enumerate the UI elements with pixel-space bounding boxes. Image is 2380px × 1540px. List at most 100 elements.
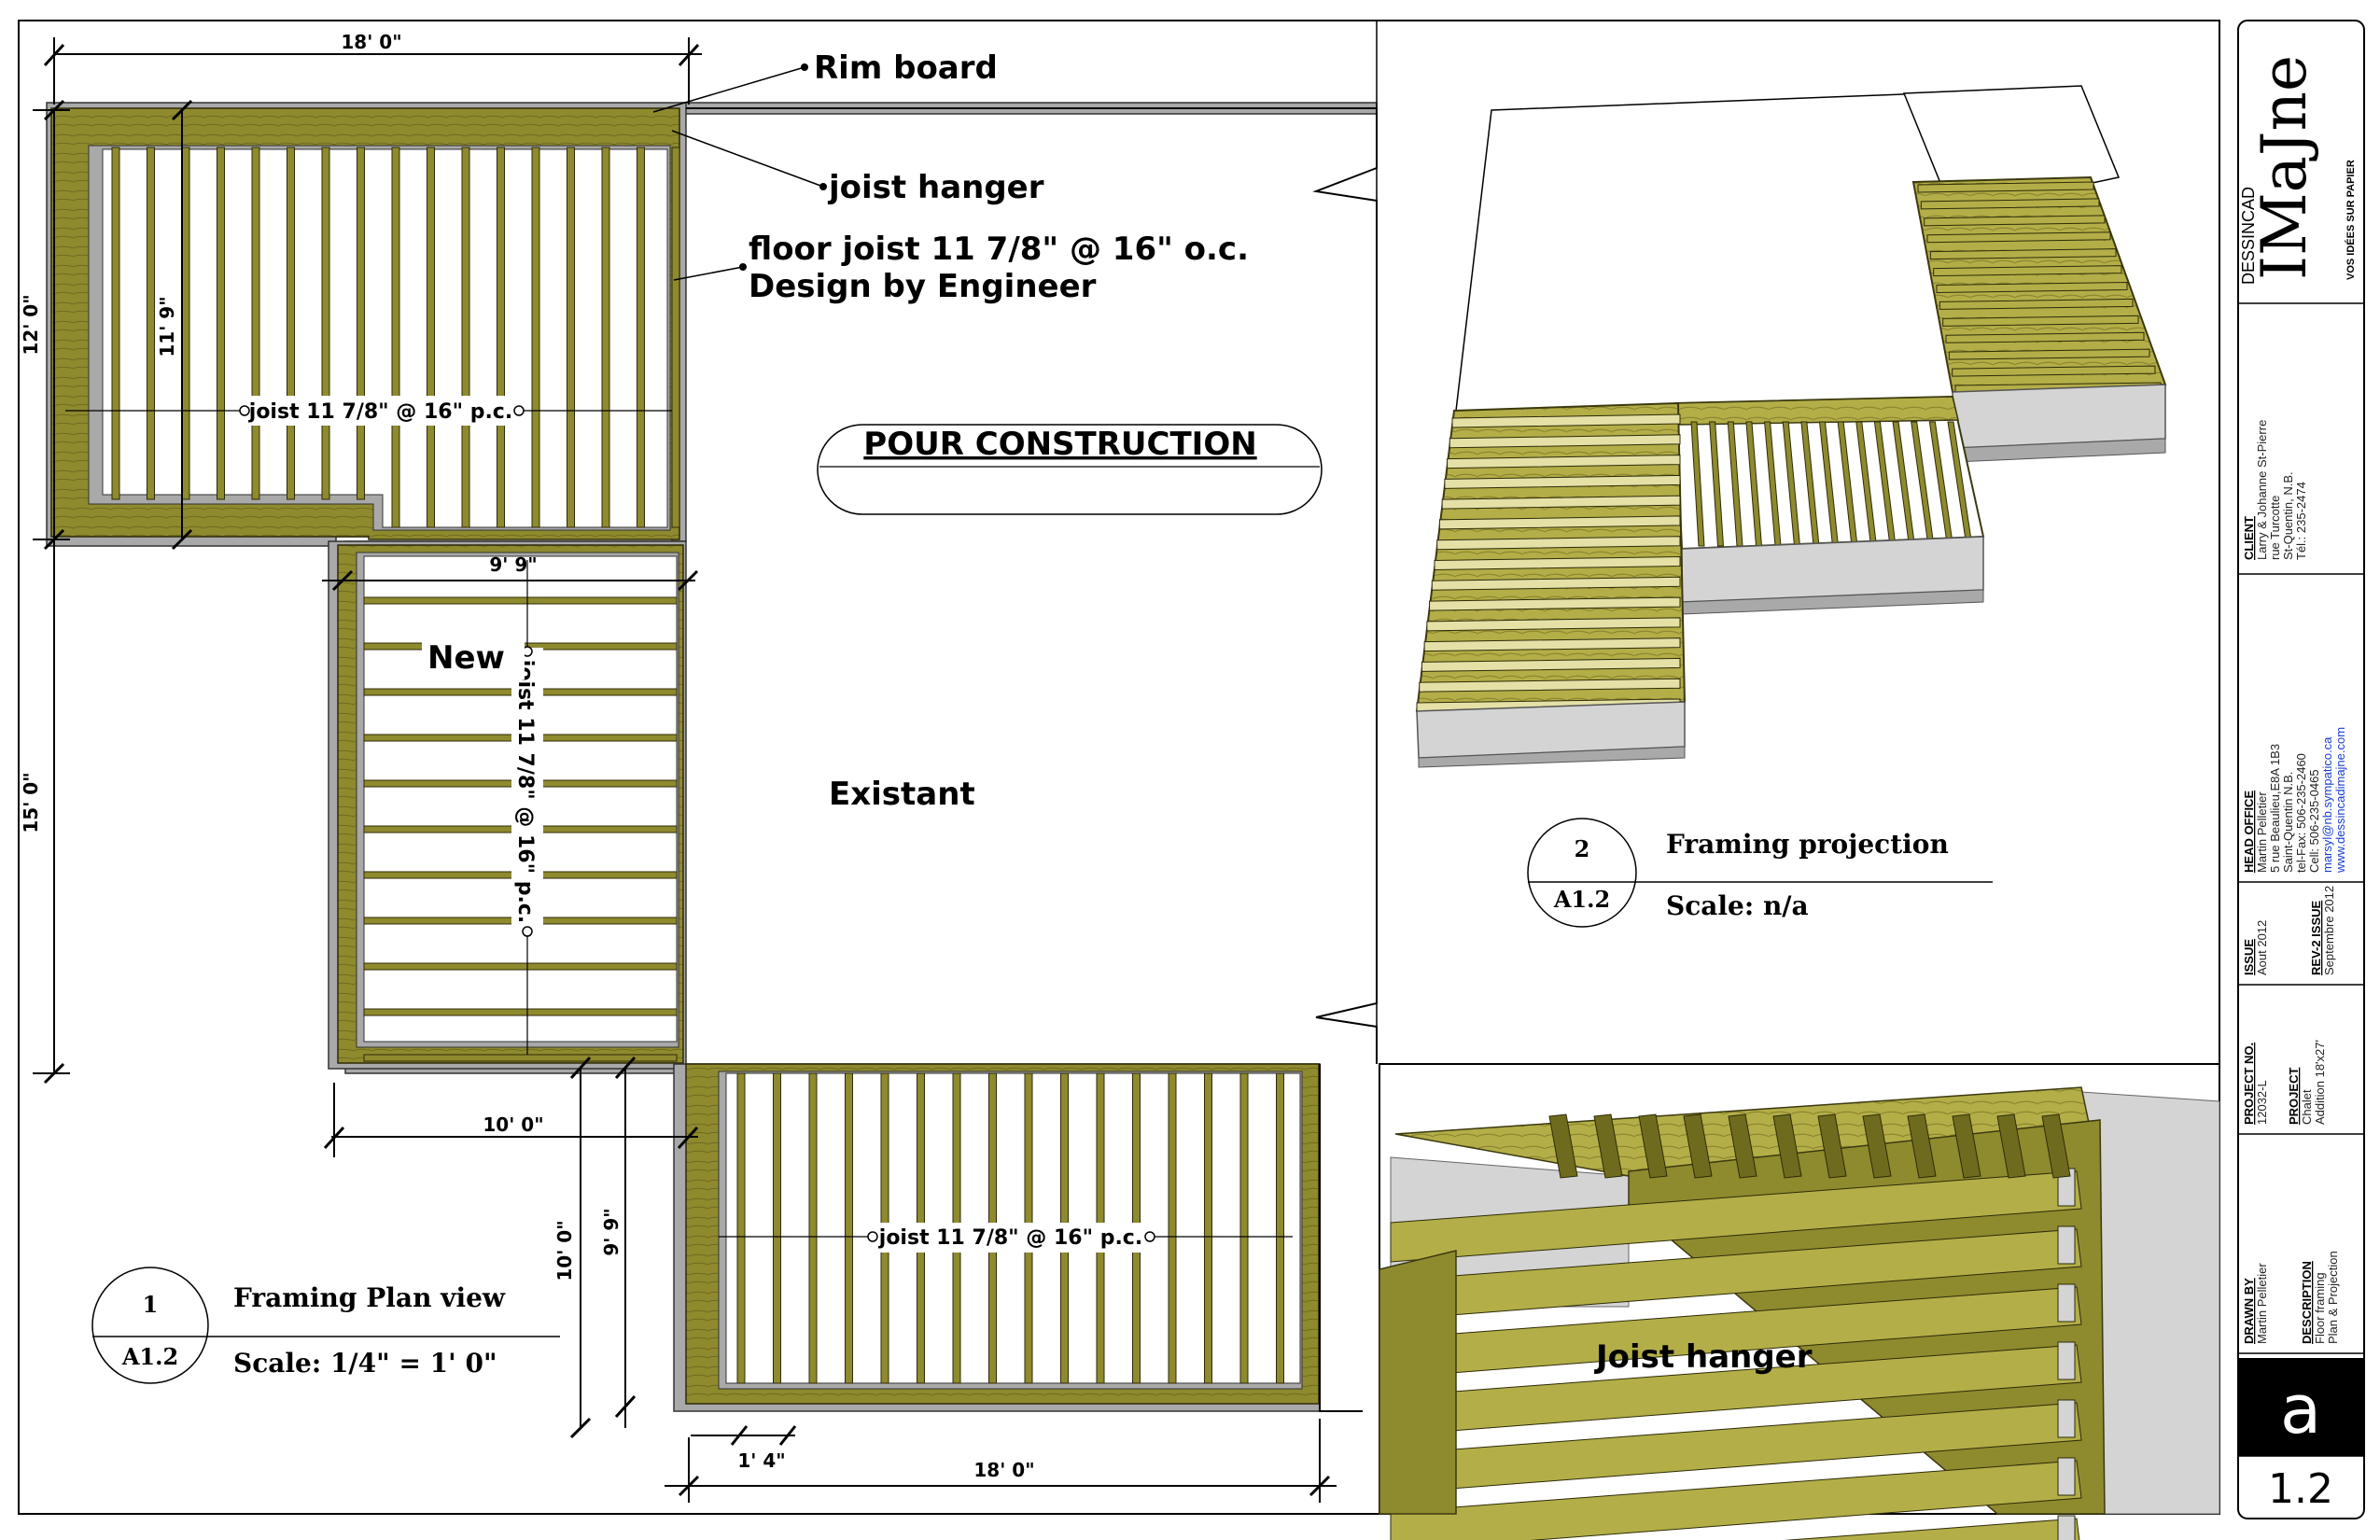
client-line-3: St-Quentin, N.B. bbox=[2281, 471, 2295, 560]
joist bbox=[217, 147, 225, 500]
joist-hanger bbox=[2057, 1515, 2076, 1540]
callout-rim-board: Rim board bbox=[814, 49, 998, 87]
joist bbox=[1421, 657, 1681, 672]
sheet-letter-box bbox=[2238, 1358, 2364, 1456]
joist bbox=[1683, 1113, 1713, 1179]
joist-label-upper: joist 11 7/8" @ 16" p.c. bbox=[248, 400, 512, 424]
joist bbox=[1419, 678, 1681, 693]
plan-view-scale: Scale: 1/4" = 1' 0" bbox=[233, 1348, 497, 1379]
joist bbox=[1431, 576, 1681, 591]
joist-hanger bbox=[2057, 1457, 2076, 1496]
joist bbox=[1952, 1113, 1981, 1179]
head-office-line-4: tel-Fax: 506-235-2460 bbox=[2294, 753, 2308, 873]
logo-tagline: VOS IDÉES SUR PAPIER bbox=[2345, 160, 2357, 280]
joist bbox=[251, 147, 260, 500]
dim-left-upper-inner: 11' 9" bbox=[156, 296, 178, 357]
joist bbox=[363, 962, 678, 971]
joist-hanger bbox=[2057, 1283, 2076, 1323]
joist bbox=[1936, 281, 2128, 294]
project-line-2: Addition 18'x27' bbox=[2313, 1040, 2327, 1125]
joist bbox=[1817, 1113, 1847, 1179]
callout-floor-joist: floor joist 11 7/8" @ 16" o.c. bbox=[749, 231, 1249, 268]
joist bbox=[1939, 298, 2134, 310]
joist-label-middle: joist 11 7/8" @ 16" p.c. bbox=[513, 659, 537, 923]
title-block: IMaJne DESSINCAD VOS IDÉES SUR PAPIER CL… bbox=[2237, 20, 2365, 1519]
joist bbox=[1168, 1072, 1177, 1384]
joist bbox=[1451, 413, 1681, 428]
joist bbox=[1929, 248, 2117, 260]
joist bbox=[1728, 1113, 1757, 1179]
description-line-2: Plan & Projection bbox=[2326, 1251, 2340, 1344]
head-office-line-2: 5 rue Beaulieu,E8A 1B3 bbox=[2268, 744, 2282, 873]
dim-bottom-height-inner: 9' 9" bbox=[600, 1208, 623, 1255]
joist bbox=[391, 147, 400, 528]
plan-view-title: Framing Plan view bbox=[233, 1282, 506, 1313]
joist bbox=[1444, 474, 1681, 489]
view-bubble-2 bbox=[1527, 818, 1637, 928]
joist bbox=[1548, 1113, 1578, 1179]
joist bbox=[363, 1008, 678, 1016]
project-no-heading: PROJECT NO. bbox=[2242, 1043, 2256, 1125]
dim-bottom-small: 1' 4" bbox=[737, 1449, 785, 1472]
joist bbox=[427, 147, 435, 528]
joist bbox=[1996, 1113, 2026, 1179]
joist-hanger bbox=[2057, 1399, 2076, 1438]
drawn-by-value: Martin Pelletier bbox=[2255, 1263, 2269, 1344]
joist bbox=[1907, 1113, 1937, 1179]
joist bbox=[1924, 215, 2106, 227]
client-line-4: Tél.: 235-2474 bbox=[2294, 482, 2308, 560]
client-heading: CLIENT bbox=[2242, 516, 2256, 560]
joist bbox=[181, 147, 190, 500]
head-office-website[interactable]: www.dessincadimajne.com bbox=[2333, 727, 2347, 874]
joist bbox=[1593, 1113, 1623, 1179]
head-office-line-3: Saint-Quentin N.B. bbox=[2281, 772, 2295, 873]
joist bbox=[1423, 637, 1681, 652]
bubble-2-number: 2 bbox=[1575, 835, 1590, 862]
joist bbox=[1276, 1072, 1284, 1384]
joist bbox=[1438, 515, 1681, 530]
projection-scale: Scale: n/a bbox=[1666, 890, 1809, 921]
joist bbox=[461, 147, 470, 528]
logo-brand: IMaJne bbox=[2248, 55, 2320, 280]
joist-hanger bbox=[2057, 1225, 2076, 1265]
joist bbox=[531, 147, 540, 528]
joist bbox=[601, 147, 610, 528]
joist-hanger bbox=[2057, 1341, 2076, 1380]
label-existant: Existant bbox=[829, 776, 975, 813]
dim-bottom-width: 18' 0" bbox=[973, 1459, 1034, 1481]
joist bbox=[1926, 231, 2111, 244]
joist bbox=[1449, 434, 1681, 449]
joist bbox=[1952, 365, 2156, 377]
joist bbox=[287, 147, 295, 500]
head-office-line-1: Martin Pelletier bbox=[2255, 791, 2269, 873]
joist bbox=[845, 1072, 853, 1384]
joist bbox=[1948, 348, 2150, 360]
joist bbox=[1390, 1170, 2082, 1263]
sheet-letter: a bbox=[2280, 1370, 2321, 1449]
joist bbox=[1862, 1113, 1892, 1179]
issue-heading: ISSUE bbox=[2242, 939, 2256, 975]
joist bbox=[1204, 1072, 1212, 1384]
head-office-line-5: Cell: 506-235-0465 bbox=[2307, 769, 2321, 873]
joist bbox=[1390, 1460, 2082, 1540]
joist bbox=[147, 147, 155, 500]
joist bbox=[637, 147, 645, 528]
joist bbox=[671, 147, 680, 528]
head-office-heading: HEAD OFFICE bbox=[2242, 791, 2256, 873]
rev-issue-heading: REV-2 ISSUE bbox=[2309, 900, 2323, 975]
joist bbox=[1709, 421, 1725, 547]
joist bbox=[1945, 331, 2145, 343]
joist bbox=[2041, 1113, 2071, 1179]
label-new: New bbox=[427, 639, 505, 677]
joist bbox=[1441, 495, 1681, 510]
dim-left-lower: 15' 0" bbox=[20, 772, 42, 833]
detail-joists bbox=[1390, 1113, 2082, 1540]
joist bbox=[1447, 455, 1681, 469]
joist bbox=[1917, 181, 2094, 193]
joist bbox=[1783, 1518, 2080, 1540]
drawn-by-heading: DRAWN BY bbox=[2242, 1278, 2256, 1344]
rev-issue-value: Septembre 2012 bbox=[2322, 886, 2336, 975]
head-office-email[interactable]: marsyl@nb.sympatico.ca bbox=[2320, 736, 2334, 873]
framing-plan-view: 18' 0" 12' 0" 11' 9" 15' 0" 9' 9" 10' 0" bbox=[20, 31, 1378, 1503]
framing-projection: 2 A1.2 Framing projection Scale: n/a bbox=[1415, 85, 2167, 928]
